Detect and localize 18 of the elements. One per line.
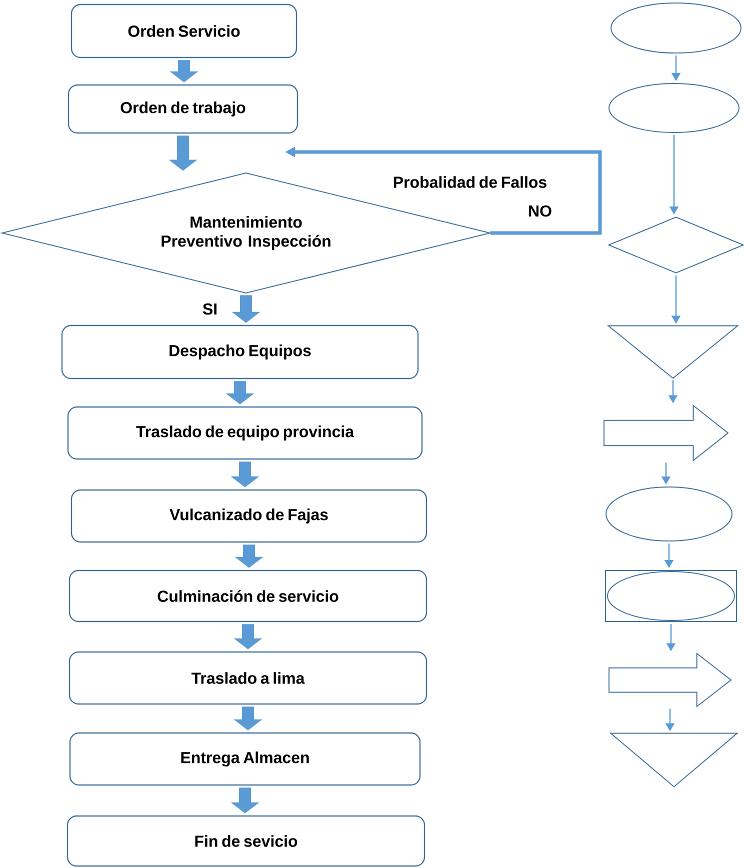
ellipse-shape xyxy=(606,486,732,542)
edge-label: SI xyxy=(202,303,216,315)
process-box: Traslado de equipo provincia xyxy=(67,406,423,460)
ellipse-shape xyxy=(608,83,740,133)
process-box: Despacho Equipos xyxy=(61,324,419,380)
ellipse-shape xyxy=(610,2,742,54)
boxed-ellipse-shape xyxy=(605,570,737,622)
block-arrow-shape xyxy=(604,404,729,462)
process-box: Fin de sevicio xyxy=(66,815,426,867)
diamond-shape xyxy=(607,216,744,274)
process-box: Entrega Almacen xyxy=(69,732,421,786)
process-box: Orden Servicio xyxy=(70,4,298,58)
process-box: Culminación de servicio xyxy=(68,570,428,622)
process-box: Orden de trabajo xyxy=(68,84,298,134)
block-arrow-shape xyxy=(608,652,732,708)
process-box: Vulcanizado de Fajas xyxy=(70,489,428,543)
edge-label: NO xyxy=(529,205,552,217)
process-box: Traslado a lima xyxy=(68,651,428,705)
